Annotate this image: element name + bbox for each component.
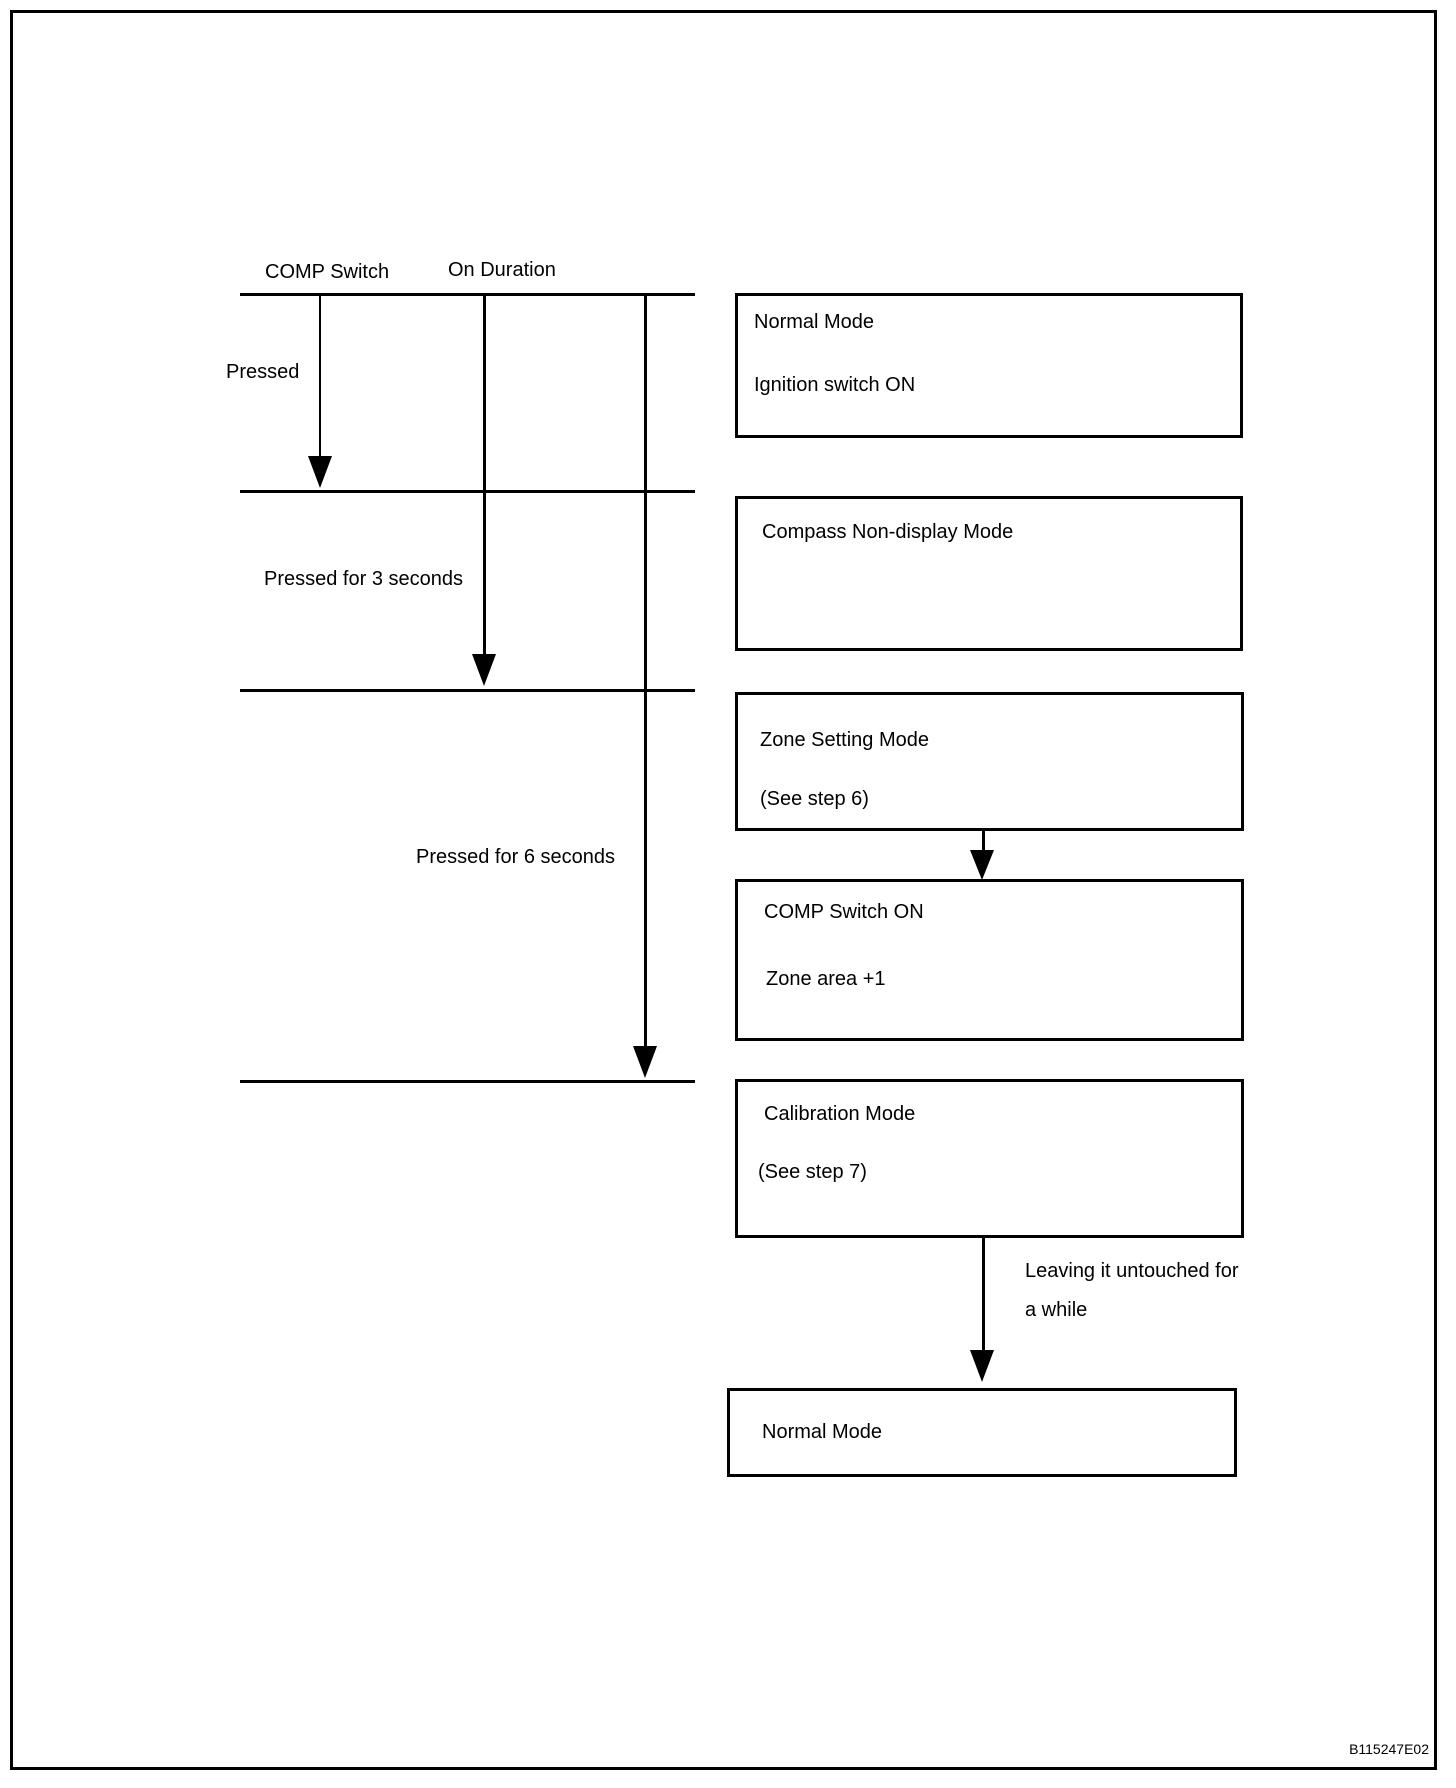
normal-mode-end-box: Normal Mode bbox=[727, 1388, 1237, 1477]
timeline-rule-4 bbox=[240, 1080, 695, 1083]
zone-to-compswitch-down-arrow-icon bbox=[970, 850, 994, 880]
zone-setting-mode-box: Zone Setting Mode (See step 6) bbox=[735, 692, 1244, 831]
pressed-down-arrow-icon bbox=[308, 456, 332, 488]
comp-switch-on-title: COMP Switch ON bbox=[764, 901, 924, 923]
pressed-6s-arrow-shaft bbox=[644, 293, 647, 1047]
compass-non-display-mode-title: Compass Non-display Mode bbox=[762, 521, 1014, 543]
comp-switch-column-header: COMP Switch bbox=[265, 261, 390, 283]
figure-code: B115247E02 bbox=[1349, 1741, 1429, 1757]
pressed-6s-down-arrow-icon bbox=[633, 1046, 657, 1078]
zone-setting-mode-title: Zone Setting Mode bbox=[760, 729, 929, 751]
zone-area-plus-one-text: Zone area +1 bbox=[766, 968, 886, 990]
leaving-untouched-annotation-line1: Leaving it untouched for bbox=[1025, 1260, 1239, 1282]
normal-mode-box: Normal Mode Ignition switch ON bbox=[735, 293, 1243, 438]
calibration-mode-title: Calibration Mode bbox=[764, 1103, 916, 1125]
comp-switch-on-box: COMP Switch ON Zone area +1 bbox=[735, 879, 1244, 1041]
page-border-frame bbox=[10, 10, 1437, 1770]
calibration-to-normal-arrow-shaft bbox=[982, 1237, 985, 1355]
leaving-untouched-annotation-line2: a while bbox=[1025, 1299, 1088, 1321]
normal-mode-title: Normal Mode bbox=[754, 311, 875, 333]
pressed-arrow-shaft bbox=[319, 293, 321, 460]
calibration-to-normal-down-arrow-icon bbox=[970, 1350, 994, 1382]
pressed-6-seconds-label: Pressed for 6 seconds bbox=[416, 846, 615, 868]
pressed-label: Pressed bbox=[226, 361, 300, 383]
compass-non-display-mode-box: Compass Non-display Mode bbox=[735, 496, 1243, 651]
timeline-rule-3 bbox=[240, 689, 695, 692]
ignition-switch-on-text: Ignition switch ON bbox=[754, 374, 916, 396]
calibration-mode-box: Calibration Mode (See step 7) bbox=[735, 1079, 1244, 1238]
calibration-mode-step-ref: (See step 7) bbox=[758, 1161, 867, 1183]
pressed-3-seconds-label: Pressed for 3 seconds bbox=[264, 568, 463, 590]
timeline-rule-1 bbox=[240, 293, 695, 296]
pressed-3s-arrow-shaft bbox=[483, 293, 486, 654]
zone-to-compswitch-arrow-shaft bbox=[982, 831, 985, 855]
pressed-3s-down-arrow-icon bbox=[472, 654, 496, 686]
on-duration-column-header: On Duration bbox=[448, 259, 556, 281]
zone-setting-mode-step-ref: (See step 6) bbox=[760, 788, 869, 810]
normal-mode-end-title: Normal Mode bbox=[762, 1421, 883, 1443]
timeline-rule-2 bbox=[240, 490, 695, 493]
